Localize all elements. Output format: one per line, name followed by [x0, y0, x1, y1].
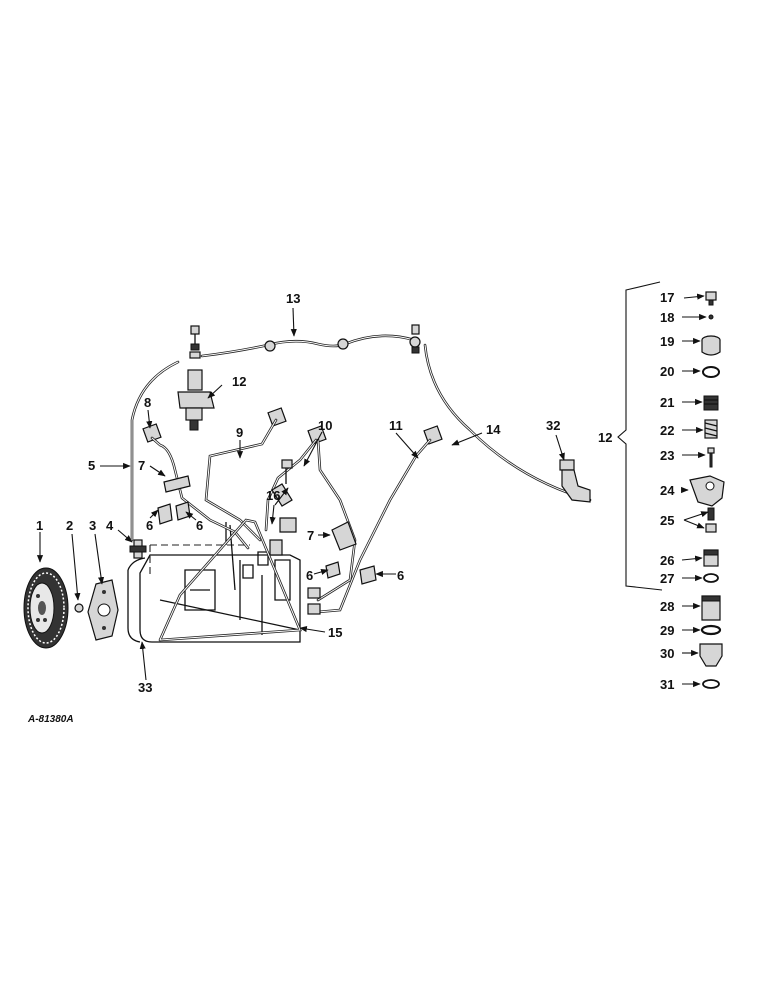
breakdown-bracket: [617, 281, 663, 591]
callout-24: 24: [660, 483, 675, 498]
callout-29: 29: [660, 623, 674, 638]
callout-13: 13: [286, 291, 300, 306]
injector-assembly: [177, 325, 215, 431]
adapter-plate: [87, 579, 119, 641]
clamps: [157, 475, 377, 585]
callout-3: 3: [89, 518, 96, 533]
elbow-fitting: [559, 459, 591, 503]
exploded-parts: [689, 291, 725, 689]
callout-25: 25: [660, 513, 674, 528]
callout-14: 14: [486, 422, 501, 437]
callout-6a: 6: [146, 518, 153, 533]
callout-9: 9: [236, 425, 243, 440]
callout-30: 30: [660, 646, 674, 661]
callout-26: 26: [660, 553, 674, 568]
fuel-line-5: [130, 360, 180, 542]
callout-1: 1: [36, 518, 43, 533]
callout-16: 16: [266, 488, 280, 503]
callout-20: 20: [660, 364, 674, 379]
callout-6c: 6: [306, 568, 313, 583]
callout-12: 12: [232, 374, 246, 389]
diagram-id: A-81380A: [27, 714, 74, 725]
callout-18: 18: [660, 310, 674, 325]
callout-11: 11: [389, 418, 403, 433]
callout-32: 32: [546, 418, 560, 433]
fuel-line-15: [158, 518, 302, 642]
callout-7b: 7: [307, 528, 314, 543]
callout-27: 27: [660, 571, 674, 586]
callout-4: 4: [106, 518, 114, 533]
callout-17: 17: [660, 290, 674, 305]
callout-labels: 1 2 3 4 5 6 6 6 6 7 7 8 9 10 11 12 13 14…: [27, 290, 675, 725]
callout-15: 15: [328, 625, 342, 640]
callout-6d: 6: [397, 568, 404, 583]
callout-21: 21: [660, 395, 674, 410]
callout-8: 8: [144, 395, 151, 410]
callout-group-12: 12: [598, 430, 612, 445]
callout-33: 33: [138, 680, 152, 695]
callout-7a: 7: [138, 458, 145, 473]
callout-5: 5: [88, 458, 95, 473]
callout-2: 2: [66, 518, 73, 533]
leader-lines: [36, 293, 709, 688]
return-line: [423, 343, 592, 502]
callout-23: 23: [660, 448, 674, 463]
callout-10: 10: [318, 418, 332, 433]
injection-lines: [142, 407, 443, 615]
gear: [23, 567, 69, 649]
callout-28: 28: [660, 599, 674, 614]
injection-pump: [127, 522, 301, 643]
callout-22: 22: [660, 423, 674, 438]
nut: [74, 603, 84, 613]
leak-off-line: [200, 324, 421, 358]
callout-6b: 6: [196, 518, 203, 533]
fitting: [129, 539, 147, 559]
callout-19: 19: [660, 334, 674, 349]
callout-31: 31: [660, 677, 674, 692]
